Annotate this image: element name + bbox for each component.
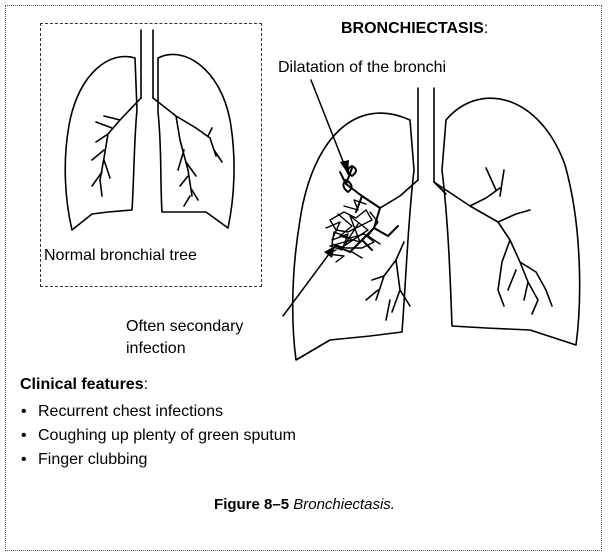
clinical-features-heading: Clinical features: [20,376,148,394]
bullet-icon: • [21,424,27,448]
figure-label: Figure 8–5 [214,496,289,513]
left-lung [442,98,580,345]
figure-caption: Figure 8–5 Bronchiectasis. [0,496,609,513]
diagram-title: BRONCHIECTASIS: [341,20,488,38]
trachea [418,88,434,182]
infection-label-line2: infection [126,340,186,358]
list-item-text: Coughing up plenty of green sputum [38,427,296,444]
infection-label-line1: Often secondary [126,318,243,336]
normal-left-lung [158,54,234,228]
bullet-icon: • [21,448,27,472]
list-item: • Finger clubbing [20,448,296,472]
dilated-bronchi [336,166,398,252]
diagram-title-text: BRONCHIECTASIS [341,20,484,37]
clinical-features-heading-text: Clinical features [20,376,144,393]
normal-right-lung [65,57,137,230]
normal-bronchi [92,98,222,206]
list-item-text: Finger clubbing [38,451,147,468]
list-item: • Recurrent chest infections [20,400,296,424]
infection-cluster [326,200,380,262]
infection-arrowhead [324,246,335,258]
normal-lungs [65,30,234,230]
normal-trachea [141,30,153,98]
dilatation-arrowhead [340,160,349,174]
figure-text: Bronchiectasis. [293,496,395,513]
normal-bronchial-tree-label: Normal bronchial tree [44,247,197,265]
bullet-icon: • [21,400,27,424]
list-item-text: Recurrent chest infections [38,403,223,420]
clinical-features-heading-suffix: : [144,376,148,393]
infection-arrow [283,246,335,316]
dilatation-label: Dilatation of the bronchi [278,59,446,77]
diagram-title-suffix: : [484,20,488,37]
left-bronchi [434,168,552,314]
clinical-features-list: • Recurrent chest infections • Coughing up… [20,400,296,472]
list-item: • Coughing up plenty of green sputum [20,424,296,448]
